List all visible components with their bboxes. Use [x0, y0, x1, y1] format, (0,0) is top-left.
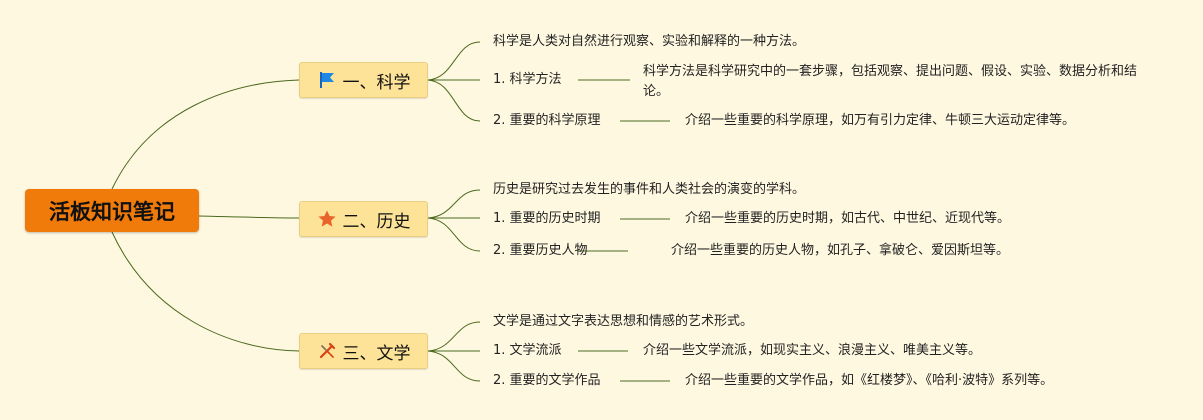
topic-science[interactable]: 一、科学	[299, 62, 428, 98]
root-node[interactable]: 活板知识笔记	[25, 189, 199, 232]
science-summary: 科学是人类对自然进行观察、实验和解释的一种方法。	[493, 34, 806, 49]
science-item-2-detail: 介绍一些重要的科学原理，如万有引力定律、牛顿三大运动定律等。	[685, 113, 1076, 128]
literature-item-1-detail: 介绍一些文学流派，如现实主义、浪漫主义、唯美主义等。	[643, 343, 982, 358]
science-item-2-label: 2. 重要的科学原理	[493, 113, 601, 128]
topic-history-label: 二、历史	[342, 211, 411, 232]
history-item-2-detail: 介绍一些重要的历史人物，如孔子、拿破仑、爱因斯坦等。	[671, 243, 1010, 258]
science-item-1-label: 1. 科学方法	[493, 72, 562, 87]
literature-item-1-label: 1. 文学流派	[493, 343, 562, 358]
topic-science-label: 一、科学	[342, 72, 411, 93]
history-item-1-detail: 介绍一些重要的历史时期，如古代、中世纪、近现代等。	[685, 211, 1011, 226]
history-item-2-label: 2. 重要历史人物	[493, 243, 588, 258]
history-summary: 历史是研究过去发生的事件和人类社会的演变的学科。	[493, 182, 806, 197]
crossed-tools-icon	[317, 341, 337, 361]
literature-item-2-label: 2. 重要的文学作品	[493, 373, 601, 388]
topic-literature-label: 三、文学	[342, 343, 411, 364]
history-item-1-label: 1. 重要的历史时期	[493, 211, 601, 226]
root-label: 活板知识笔记	[49, 199, 175, 224]
literature-summary: 文学是通过文字表达思想和情感的艺术形式。	[493, 314, 754, 329]
topic-history[interactable]: 二、历史	[299, 201, 428, 237]
science-item-1-detail: 科学方法是科学研究中的一套步骤，包括观察、提出问题、假设、实验、数据分析和结论。	[643, 64, 1138, 99]
topic-literature[interactable]: 三、文学	[299, 333, 428, 369]
star-icon	[317, 209, 337, 229]
literature-item-2-detail: 介绍一些重要的文学作品，如《红楼梦》、《哈利·波特》系列等。	[685, 373, 1054, 388]
flag-icon	[317, 70, 337, 90]
